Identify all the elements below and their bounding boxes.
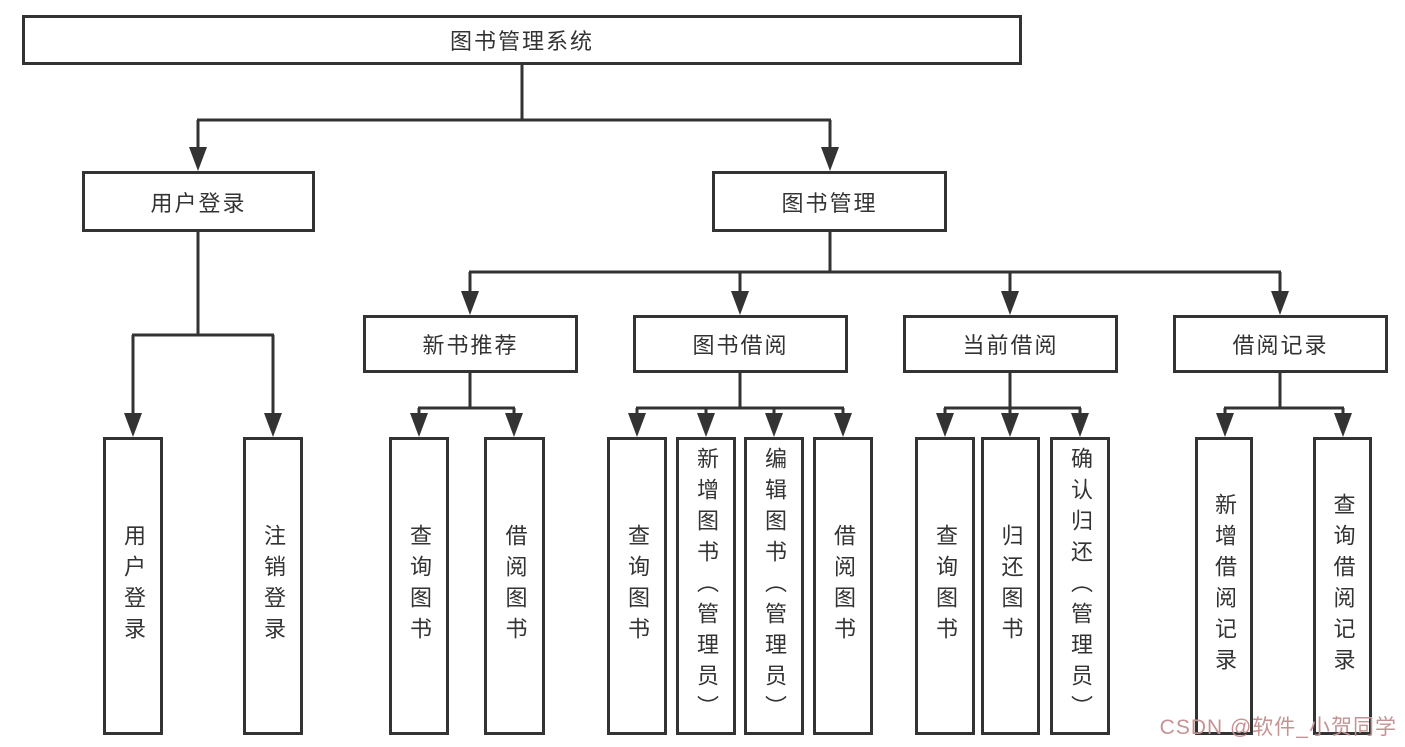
leaf-add-borrow-record: 新增借阅记录 <box>1195 437 1253 735</box>
leaf-label: 新增图书（管理员） <box>694 446 719 726</box>
leaf-borrow-books-borrowing: 借阅图书 <box>813 437 873 735</box>
leaf-label: 查询借阅记录 <box>1330 493 1356 679</box>
leaf-label: 新增借阅记录 <box>1212 493 1237 679</box>
leaf-label: 用户登录 <box>121 524 146 648</box>
leaf-confirm-return-admin: 确认归还（管理员） <box>1050 437 1110 735</box>
leaf-label: 编辑图书（管理员） <box>762 446 787 726</box>
leaf-query-borrow-record: 查询借阅记录 <box>1313 437 1372 735</box>
leaf-label: 借阅图书 <box>831 524 856 648</box>
node-label: 图书管理系统 <box>449 29 594 54</box>
node-current-borrowing: 当前借阅 <box>903 315 1118 373</box>
leaf-query-books-recommend: 查询图书 <box>389 437 449 735</box>
leaf-label: 查询图书 <box>407 524 432 648</box>
node-label: 借阅记录 <box>1232 333 1329 358</box>
leaf-borrow-books-recommend: 借阅图书 <box>484 437 545 735</box>
node-user-login: 用户登录 <box>82 171 315 232</box>
leaf-label: 确认归还（管理员） <box>1068 446 1093 726</box>
leaf-label: 归还图书 <box>998 524 1024 648</box>
node-new-book-recommendation: 新书推荐 <box>363 315 578 373</box>
node-book-borrowing: 图书借阅 <box>633 315 848 373</box>
csdn-watermark: CSDN @软件_小贺同学 <box>1159 716 1397 739</box>
leaf-label: 查询图书 <box>625 524 650 648</box>
leaf-label: 查询图书 <box>933 524 958 648</box>
leaf-query-books-borrowing: 查询图书 <box>607 437 667 735</box>
arrowheads <box>124 147 1352 437</box>
node-label: 用户登录 <box>150 190 247 216</box>
node-label: 当前借阅 <box>962 333 1059 358</box>
leaf-add-book-admin: 新增图书（管理员） <box>676 437 736 735</box>
leaf-return-books: 归还图书 <box>981 437 1040 735</box>
leaf-label: 借阅图书 <box>502 524 528 648</box>
node-label: 图书管理 <box>781 190 878 216</box>
node-library-management-system: 图书管理系统 <box>22 15 1022 65</box>
leaf-label: 注销登录 <box>261 524 286 648</box>
leaf-edit-book-admin: 编辑图书（管理员） <box>744 437 804 735</box>
node-borrowing-records: 借阅记录 <box>1173 315 1388 373</box>
node-book-management: 图书管理 <box>712 171 947 232</box>
leaf-query-books-current: 查询图书 <box>915 437 975 735</box>
node-label: 新书推荐 <box>422 333 519 358</box>
node-label: 图书借阅 <box>692 333 789 358</box>
leaf-logout: 注销登录 <box>243 437 303 735</box>
leaf-user-login: 用户登录 <box>103 437 163 735</box>
